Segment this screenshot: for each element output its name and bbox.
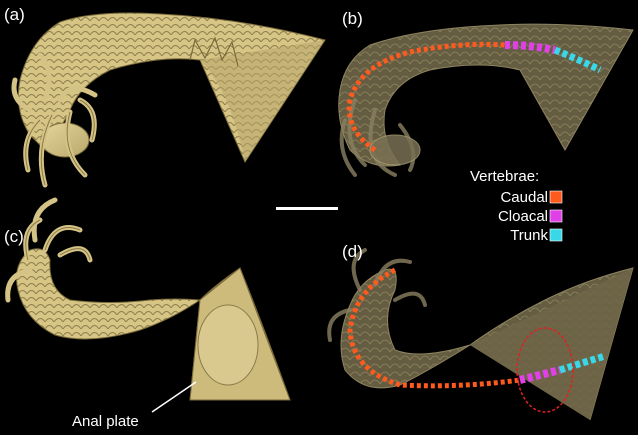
panel-label-d: (d) [342, 242, 363, 261]
legend-label-trunk: Trunk [510, 227, 548, 244]
legend-label-cloacal: Cloacal [498, 208, 548, 225]
anal-plate-outline [516, 327, 574, 413]
callout-label: Anal plate [72, 413, 139, 430]
panel-label-c: (c) [4, 227, 24, 246]
panel-c-specimen [5, 197, 291, 401]
panel-label-a: (a) [4, 5, 25, 24]
panel-d-vertebral-column [347, 267, 607, 413]
legend-swatch-trunk [549, 228, 563, 242]
panel-b-specimen [338, 23, 634, 177]
panel-d-specimen [327, 248, 634, 421]
scale-bar [276, 207, 338, 210]
panel-b-vertebral-column [346, 41, 602, 153]
legend-title: Vertebrae: [470, 168, 539, 185]
panel-a-specimen [11, 12, 326, 188]
legend-swatch-caudal [549, 190, 563, 204]
legend-label-caudal: Caudal [500, 189, 548, 206]
panel-label-b: (b) [342, 9, 363, 28]
callout-line [151, 381, 197, 413]
legend-swatch-cloacal [549, 209, 563, 223]
